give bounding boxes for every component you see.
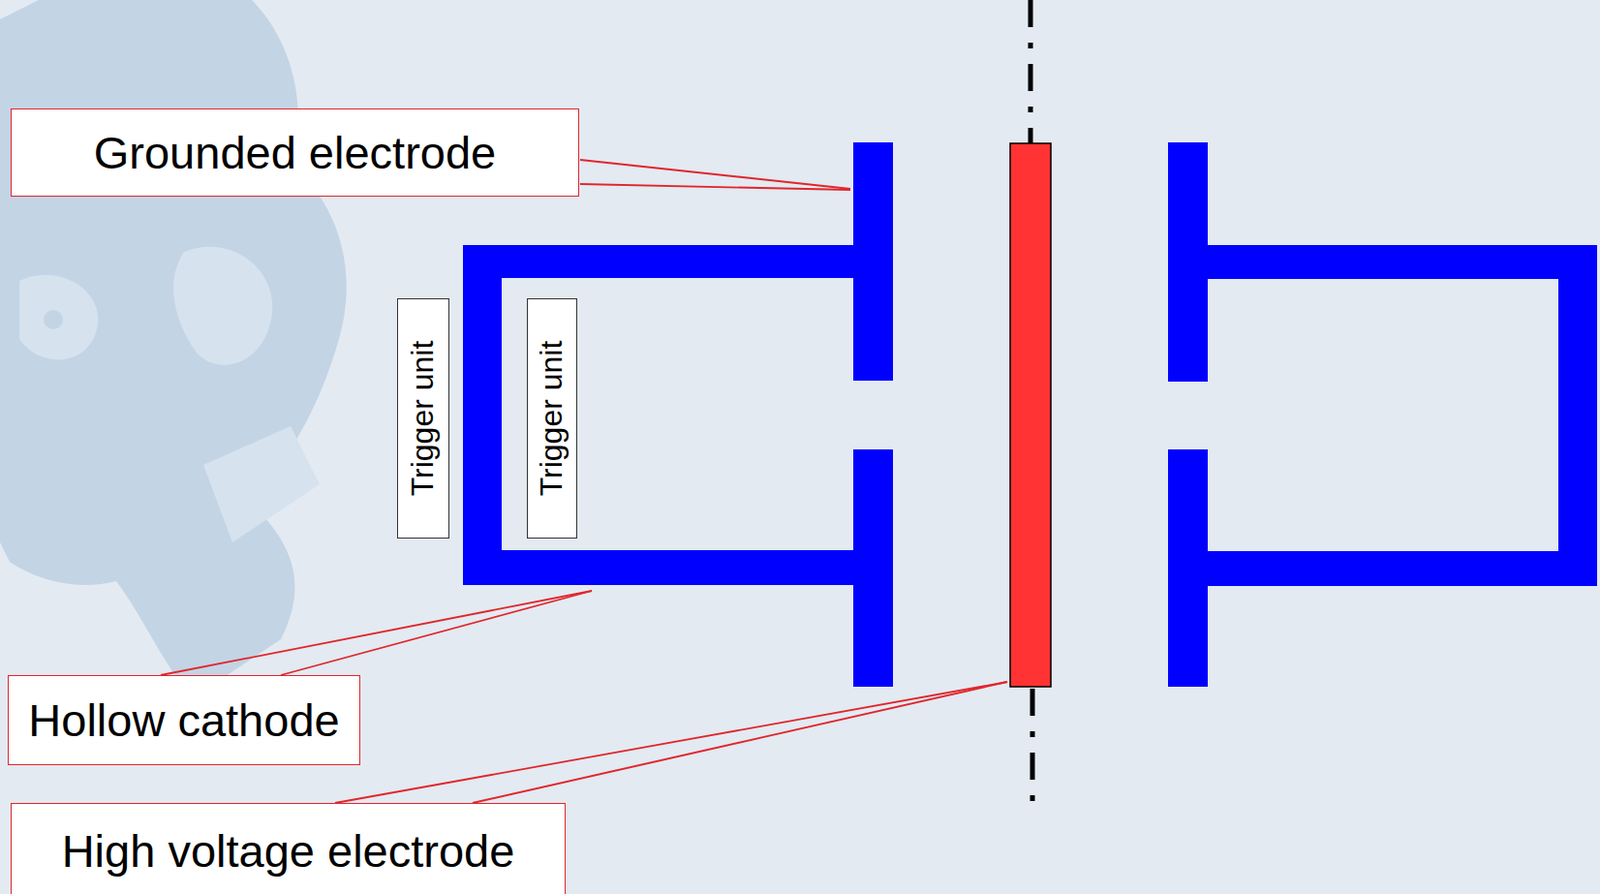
watermark xyxy=(0,0,347,698)
trigger-label: Trigger unit xyxy=(534,340,569,497)
trigger-unit-box: Trigger unit xyxy=(526,298,578,539)
callout-label: Grounded electrode xyxy=(93,127,496,179)
callout-box: Hollow cathode xyxy=(7,675,361,766)
callout-label: High voltage electrode xyxy=(61,826,516,877)
right-electrode xyxy=(1168,142,1598,687)
trigger-unit-box: Trigger unit xyxy=(397,298,450,539)
left-electrode xyxy=(462,142,893,687)
high-voltage-rod xyxy=(1010,143,1051,687)
trigger-label: Trigger unit xyxy=(405,340,440,497)
callout-label: Hollow cathode xyxy=(28,695,339,746)
callout-box: High voltage electrode xyxy=(10,802,566,894)
callout-box: Grounded electrode xyxy=(10,108,580,197)
